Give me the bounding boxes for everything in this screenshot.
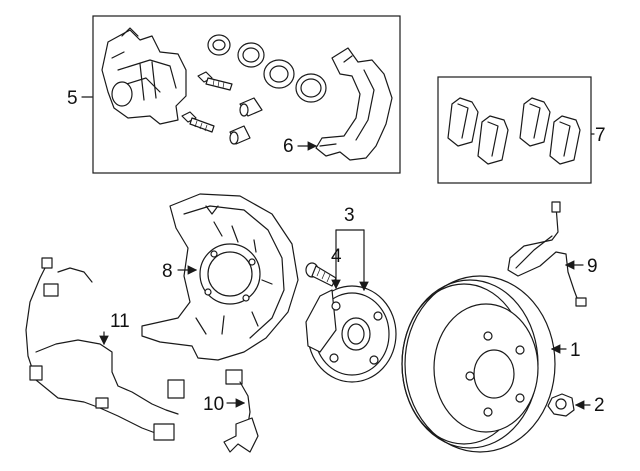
brake-pad-1[interactable]	[447, 97, 479, 147]
hub-bearing[interactable]	[305, 285, 397, 383]
hub-bolt[interactable]	[305, 262, 337, 287]
dust-shield[interactable]	[141, 193, 299, 361]
callouts: 5 6 7 3 4 8 9 11 1 2 10	[67, 88, 606, 416]
callout-label-3: 3	[344, 205, 355, 226]
brake-hose[interactable]	[507, 201, 587, 307]
caliper-kit-frame	[92, 15, 401, 174]
callout-label-4: 4	[331, 246, 342, 267]
guide-pin-upper[interactable]	[239, 97, 263, 117]
callout-label-8: 8	[162, 261, 173, 282]
guide-pin-lower[interactable]	[229, 125, 251, 145]
brake-pad-4[interactable]	[549, 115, 581, 165]
callout-label-2: 2	[594, 395, 605, 416]
callout-label-7: 7	[595, 125, 606, 146]
brake-rotor[interactable]	[401, 275, 556, 453]
caliper-mounting-bracket[interactable]	[315, 47, 393, 161]
callout-label-5: 5	[67, 88, 78, 109]
seal-ring-small[interactable]	[207, 34, 231, 56]
abs-sensor-harness[interactable]	[25, 257, 185, 441]
callout-label-11: 11	[110, 311, 130, 332]
wheel-speed-sensor[interactable]	[223, 369, 259, 453]
callout-label-6: 6	[283, 136, 294, 157]
seal-ring-large[interactable]	[237, 42, 265, 68]
piston-boot[interactable]	[295, 73, 327, 103]
brake-pad-2[interactable]	[477, 115, 509, 165]
caliper-body[interactable]	[101, 27, 187, 125]
callout-label-1: 1	[570, 340, 581, 361]
lug-nut[interactable]	[547, 393, 575, 417]
brake-pad-kit-frame	[437, 76, 592, 184]
brake-pad-kit-group	[437, 76, 592, 184]
piston[interactable]	[263, 59, 295, 89]
caliper-bolt-lower[interactable]	[181, 111, 215, 133]
brake-pad-3[interactable]	[519, 97, 551, 147]
caliper-kit-group	[92, 15, 401, 174]
callout-label-10: 10	[203, 394, 224, 415]
callout-label-9: 9	[587, 256, 598, 277]
caliper-bolt-upper[interactable]	[197, 71, 233, 91]
